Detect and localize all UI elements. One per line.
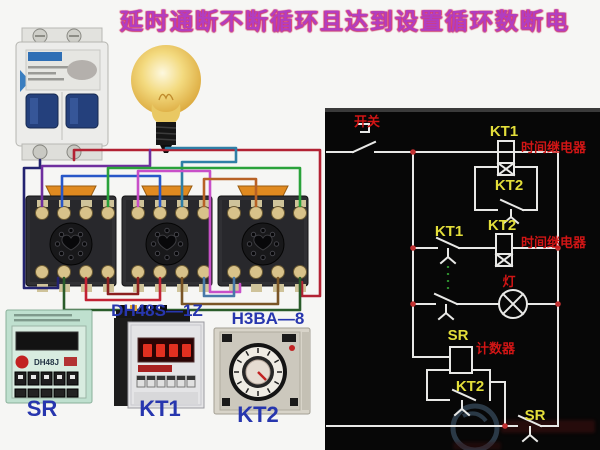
counter-name-label: SR bbox=[27, 396, 58, 421]
page-title: 延时通断不断循环且达到设置循环数断电 bbox=[120, 8, 570, 34]
switch-label: 开关 bbox=[354, 114, 380, 129]
kt2-coil-label: KT2 bbox=[488, 217, 516, 234]
relay-sockets bbox=[25, 185, 309, 292]
lamp-branch bbox=[412, 289, 559, 321]
time-relay-label-2: 时间继电器 bbox=[521, 235, 587, 250]
sr-contact-label: SR bbox=[525, 407, 546, 424]
junction-dots bbox=[410, 149, 561, 429]
counter-logo bbox=[15, 355, 29, 369]
relay-socket-photo bbox=[121, 185, 213, 292]
watermark bbox=[450, 403, 595, 450]
timer2-name-label: KT2 bbox=[237, 402, 279, 427]
kt1-contact-label: KT1 bbox=[435, 223, 463, 240]
timer1-name-label: KT1 bbox=[139, 396, 181, 421]
photo-montage: DH48J bbox=[5, 27, 322, 427]
counter-label: 计数器 bbox=[476, 341, 516, 356]
socket-keyway bbox=[157, 234, 177, 251]
counter-relay-photo: DH48J bbox=[5, 309, 93, 404]
lamp-label: 灯 bbox=[502, 274, 515, 289]
relay-socket-photo bbox=[217, 185, 309, 292]
kt2-contact-label: KT2 bbox=[495, 177, 523, 194]
sr-coil-label: SR bbox=[448, 327, 469, 344]
timer2-model-label: H3BA—8 bbox=[232, 309, 305, 328]
linked-contact bbox=[433, 292, 459, 306]
kt1-coil-branch bbox=[474, 140, 538, 225]
counter-display bbox=[15, 331, 79, 351]
socket-keyway bbox=[61, 234, 81, 251]
counter-branch bbox=[412, 346, 506, 427]
socket-keyway bbox=[253, 234, 273, 251]
relay-socket-photo bbox=[25, 185, 117, 292]
kt1-contact bbox=[435, 236, 461, 250]
circuit-breaker-photo bbox=[15, 27, 109, 161]
counter-face-text: DH48J bbox=[34, 358, 59, 367]
kt2-contact-bottom-label: KT2 bbox=[456, 378, 484, 395]
main-switch-blade bbox=[351, 140, 377, 154]
light-bulb-photo bbox=[131, 45, 201, 153]
kt1-coil-label: KT1 bbox=[490, 123, 518, 140]
breaker-screw-icon bbox=[32, 144, 48, 160]
time-relay-label-1: 时间继电器 bbox=[521, 140, 587, 155]
bottom-branch bbox=[326, 414, 559, 443]
schematic-panel: 开关 KT1 时间继电器 KT2 KT1 KT2 时间继电器 灯 SR 计数器 … bbox=[325, 108, 600, 450]
digital-timer-photo bbox=[114, 305, 205, 409]
sr-coil bbox=[449, 346, 473, 374]
breaker-brand-mark bbox=[20, 70, 30, 92]
sr-contact bbox=[517, 414, 543, 428]
switch-symbol bbox=[357, 123, 370, 133]
kt2-coil-branch bbox=[412, 233, 559, 268]
timer1-model-label: DH48S—1Z bbox=[111, 301, 203, 320]
kt2-contact bbox=[499, 198, 525, 212]
kt2-contact-bottom bbox=[451, 388, 477, 402]
analog-timer-photo bbox=[213, 327, 311, 415]
